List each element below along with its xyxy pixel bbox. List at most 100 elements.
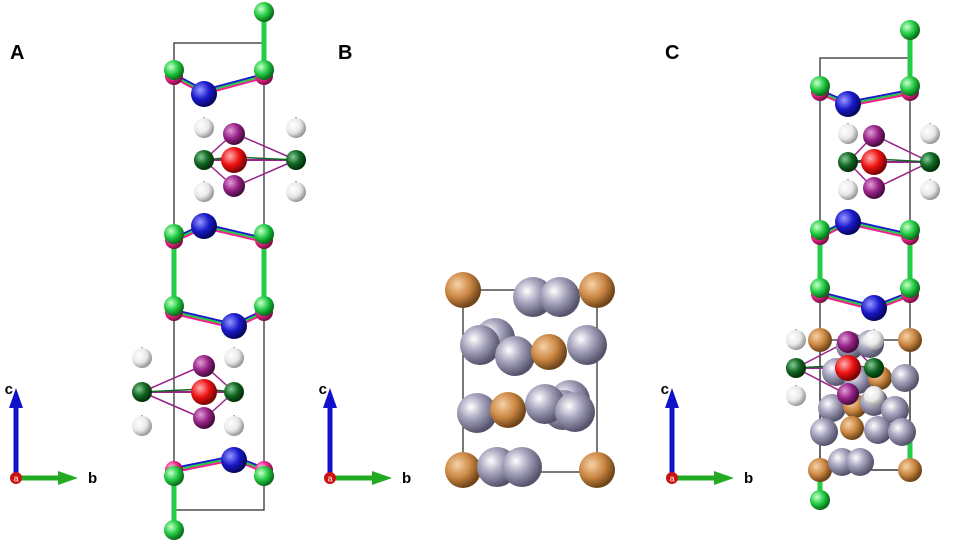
purple-atom [863, 125, 885, 147]
purple-atom [837, 383, 859, 405]
white-atom [786, 386, 806, 406]
b-axis-label: b [402, 470, 411, 487]
a-axis-label: a [669, 474, 674, 484]
orange-atom [579, 272, 615, 308]
blue-atom [221, 447, 247, 473]
green-atom [164, 466, 184, 486]
dark-green-atom [132, 382, 152, 402]
purple-atom [223, 175, 245, 197]
green-atom [254, 466, 274, 486]
green-atom [900, 278, 920, 298]
a-axis-marker [324, 472, 336, 484]
green-atom [164, 224, 184, 244]
green-atom [810, 76, 830, 96]
white-atom [838, 180, 858, 200]
b-axis-arrowhead [372, 471, 392, 485]
green-atom [810, 490, 830, 510]
dark-green-atom [786, 358, 806, 378]
white-atom [132, 348, 152, 368]
dark-green-atom [194, 150, 214, 170]
dark-green-atom [838, 152, 858, 172]
green-atom [164, 296, 184, 316]
white-atom [224, 416, 244, 436]
purple-atom [837, 331, 859, 353]
orange-atom [840, 416, 864, 440]
gray-atom [891, 364, 919, 392]
unit-cell-b [462, 289, 598, 473]
a-axis-label: a [327, 474, 332, 484]
green-atom [254, 224, 274, 244]
orange-atom [898, 458, 922, 482]
red-atom [835, 355, 861, 381]
white-atom [224, 348, 244, 368]
white-atom [286, 182, 306, 202]
unit-cell-outlines [173, 42, 911, 511]
c-axis-arrowhead [665, 388, 679, 408]
gray-atom [888, 418, 916, 446]
red-atom [191, 379, 217, 405]
gray-atom [818, 394, 846, 422]
purple-atom [863, 177, 885, 199]
orange-atom [808, 328, 832, 352]
axis-indicator-c: c b a [661, 381, 754, 487]
gray-atom [540, 277, 580, 317]
blue-atom [861, 295, 887, 321]
b-axis-arrowhead [714, 471, 734, 485]
a-axis-marker [10, 472, 22, 484]
panel-label-b: B [338, 42, 353, 64]
blue-atom [835, 91, 861, 117]
b-axis-label: b [88, 470, 97, 487]
b-axis-arrowhead [58, 471, 78, 485]
white-atom [194, 182, 214, 202]
axis-indicator-b: c b a [319, 381, 412, 487]
orange-atom [445, 452, 481, 488]
unit-cell-a [173, 42, 265, 511]
dark-green-atom [224, 382, 244, 402]
gray-atom [881, 396, 909, 424]
axis-indicator-a: c b a [5, 381, 98, 487]
gray-atom [846, 448, 874, 476]
gray-atom [555, 392, 595, 432]
blue-atom [191, 213, 217, 239]
c-axis-arrowhead [9, 388, 23, 408]
green-atom [254, 2, 274, 22]
dark-green-atom [920, 152, 940, 172]
green-atom [254, 60, 274, 80]
a-axis-label: a [13, 474, 18, 484]
orange-atom [490, 392, 526, 428]
purple-atom [193, 355, 215, 377]
gray-atom [495, 336, 535, 376]
red-atom [221, 147, 247, 173]
blue-atom [221, 313, 247, 339]
white-atom [286, 118, 306, 138]
orange-atom [808, 458, 832, 482]
green-atom [254, 296, 274, 316]
orange-atom [445, 272, 481, 308]
gray-atom [457, 393, 497, 433]
gray-atom [502, 447, 542, 487]
green-atom [810, 220, 830, 240]
white-atom [786, 330, 806, 350]
blue-atom [835, 209, 861, 235]
green-atom [900, 220, 920, 240]
orange-atom [579, 452, 615, 488]
green-atom [900, 20, 920, 40]
purple-atom [223, 123, 245, 145]
c-axis-arrowhead [323, 388, 337, 408]
green-atom [810, 278, 830, 298]
gray-atom [567, 325, 607, 365]
b-axis-label: b [744, 470, 753, 487]
panel-label-c: C [665, 42, 680, 64]
white-atom [920, 124, 940, 144]
white-atom [864, 330, 884, 350]
atoms [132, 2, 940, 540]
dark-green-atom [864, 358, 884, 378]
c-axis-label: c [319, 381, 327, 398]
red-atom [861, 149, 887, 175]
gray-atom [810, 418, 838, 446]
c-axis-label: c [661, 381, 669, 398]
green-atom [900, 76, 920, 96]
white-atom [838, 124, 858, 144]
a-axis-marker [666, 472, 678, 484]
